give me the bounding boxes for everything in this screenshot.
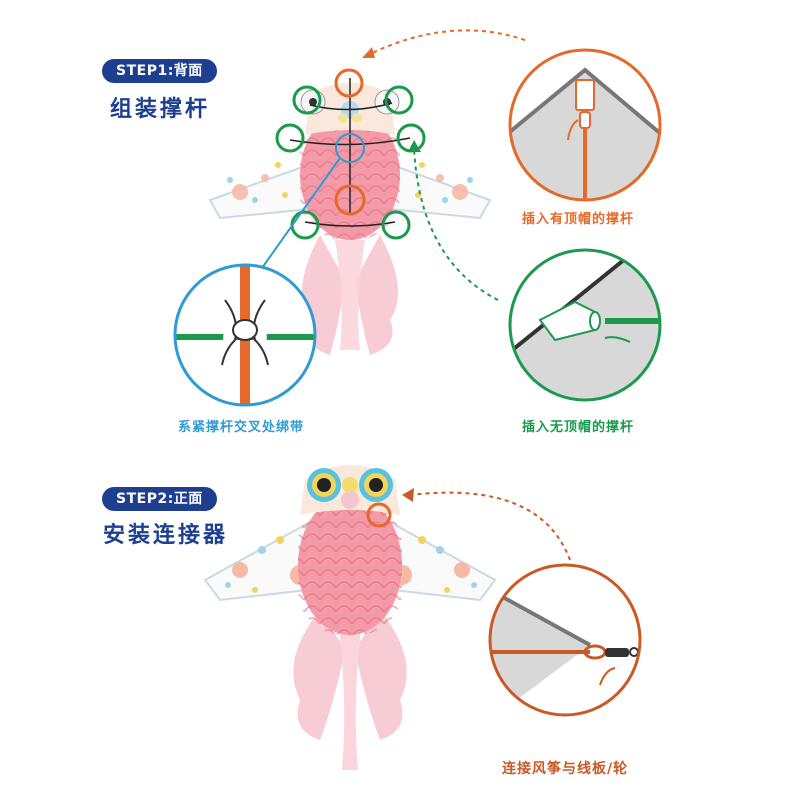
tie-detail bbox=[173, 263, 317, 407]
connector-marker bbox=[366, 502, 392, 528]
capped-spar-detail bbox=[508, 48, 662, 202]
uncapped-spar-detail bbox=[508, 248, 662, 402]
kite-front-view bbox=[203, 465, 497, 770]
step1-title: 组装撑杆 bbox=[110, 97, 211, 122]
connect-caption: 连接风筝与线板/轮 bbox=[502, 761, 629, 777]
step1-badge: STEP1:背面 bbox=[102, 59, 217, 83]
uncapped-spar-caption: 插入无顶帽的撑杆 bbox=[522, 420, 635, 435]
kite-back-view bbox=[208, 68, 492, 355]
capped-spar-marker bbox=[334, 68, 364, 98]
tie-caption: 系紧撑杆交叉处绑带 bbox=[178, 420, 305, 435]
connector-detail bbox=[488, 563, 642, 717]
capped-pointer-arrow bbox=[367, 29, 526, 56]
tie-pointer-line bbox=[261, 157, 341, 269]
connect-pointer-arrow bbox=[409, 491, 571, 561]
step2-title: 安装连接器 bbox=[103, 523, 229, 548]
capped-spar-caption: 插入有顶帽的撑杆 bbox=[522, 212, 635, 227]
step2-badge: STEP2:正面 bbox=[102, 487, 217, 511]
uncapped-pointer-arrow bbox=[413, 147, 499, 301]
